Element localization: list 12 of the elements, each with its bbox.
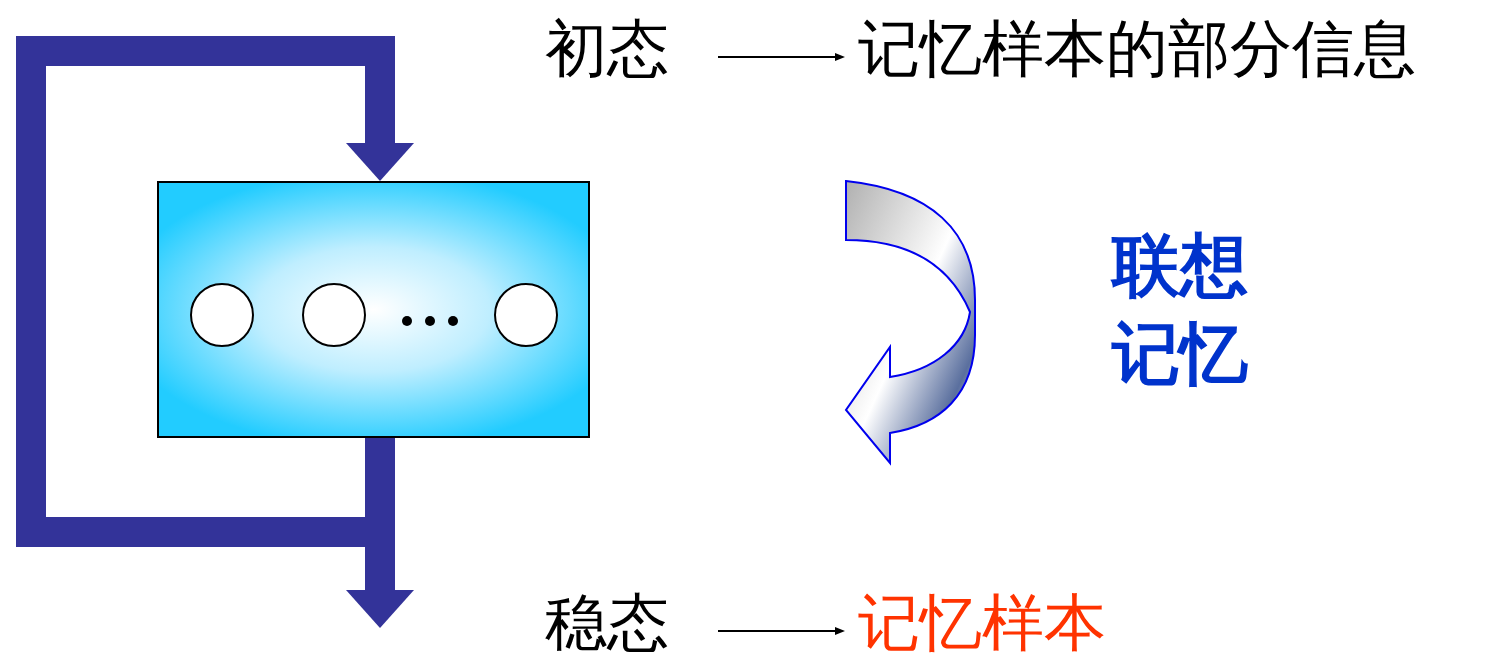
state-text: 记忆样本	[858, 592, 1128, 654]
network-box	[157, 181, 590, 438]
neuron-circle	[190, 283, 254, 347]
arrow	[717, 53, 845, 61]
association-label: 联想记忆	[1112, 225, 1248, 396]
state-text: 稳态	[545, 592, 675, 654]
state-text: 初态	[545, 18, 675, 80]
state-text: 记忆样本的部分信息	[858, 18, 1458, 80]
arrow	[16, 36, 414, 547]
neuron-circle	[494, 283, 558, 347]
arrow	[717, 627, 845, 635]
neuron-circle	[302, 283, 366, 347]
